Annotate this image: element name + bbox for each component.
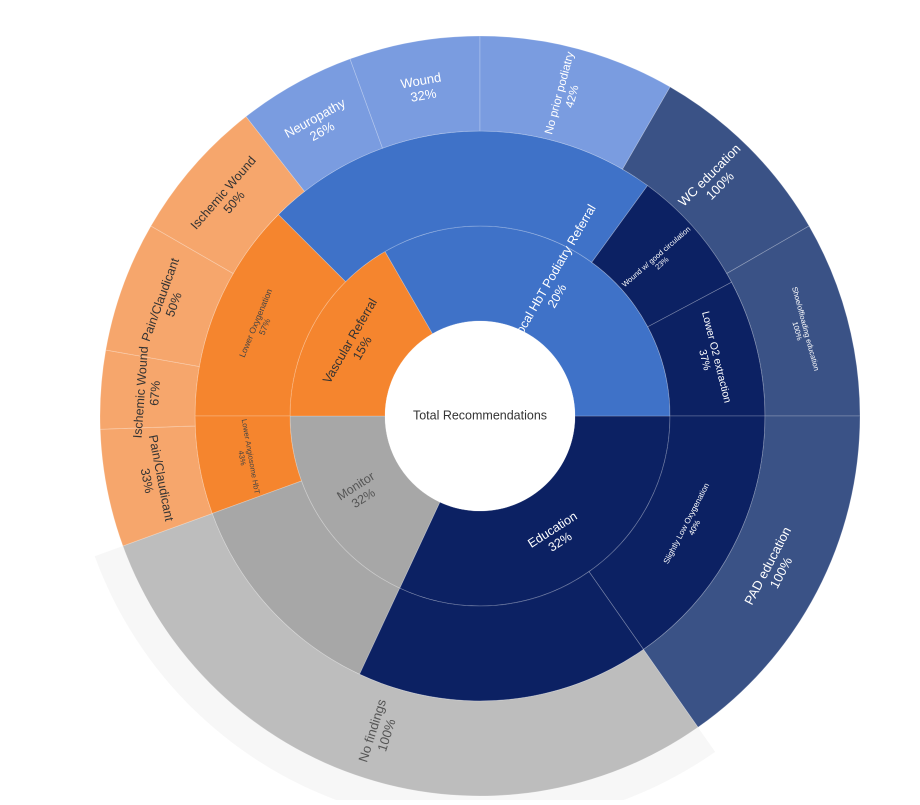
segment-ischemic-wound-b[interactable]: [150, 115, 306, 275]
center-hole: [385, 321, 575, 511]
segment-percent-lower-o2-extraction: 37%: [696, 348, 713, 371]
segment-podiatry-inner[interactable]: [277, 130, 649, 283]
segment-no-prior-podiatry[interactable]: [479, 35, 671, 170]
center-label[interactable]: Total Recommendations: [413, 408, 547, 422]
segment-name-wound: Wound: [399, 70, 442, 92]
segment-wc-education[interactable]: [621, 86, 810, 275]
segment-monitor-inner[interactable]: [211, 480, 401, 675]
segment-neuropathy[interactable]: [245, 58, 384, 192]
segment-lower-oxygenation[interactable]: [194, 213, 347, 417]
segment-percent-lower-angiosome-hbt: 43%: [236, 450, 248, 467]
segment-pad-education[interactable]: [642, 415, 861, 728]
segment-pain-claudicant-b[interactable]: [105, 225, 234, 367]
segment-no-findings[interactable]: [122, 512, 699, 797]
segment-percent-ischemic-wound-a: 67%: [147, 380, 163, 406]
segment-percent-pain-claudicant-a: 33%: [138, 467, 157, 494]
segment-percent-wound: 32%: [409, 85, 438, 104]
segment-percent-no-prior-podiatry: 42%: [564, 84, 582, 109]
segment-name-ischemic-wound-a: Ischemic Wound: [131, 346, 151, 439]
segments-layer: [99, 35, 861, 797]
